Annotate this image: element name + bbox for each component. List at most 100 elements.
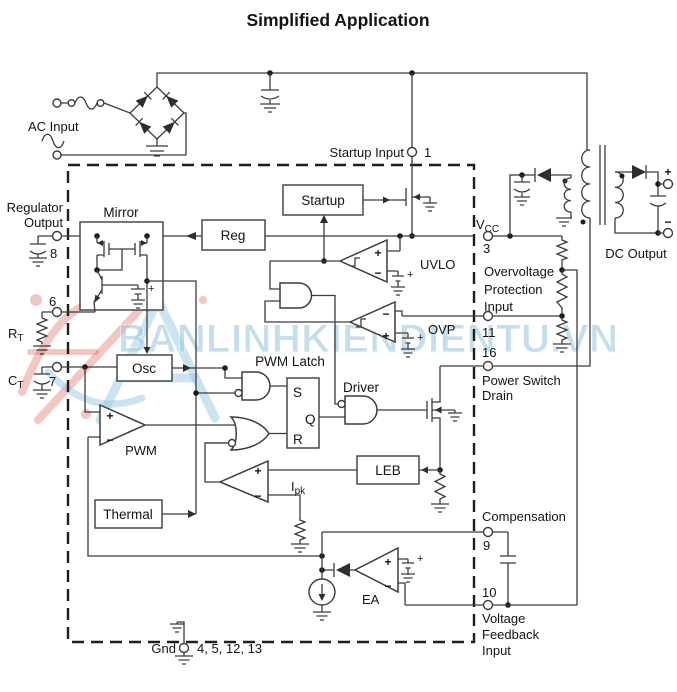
startup-enable-wire bbox=[320, 215, 328, 264]
svg-text:Thermal: Thermal bbox=[103, 507, 153, 522]
svg-text:16: 16 bbox=[482, 345, 496, 360]
svg-text:Input: Input bbox=[484, 299, 513, 314]
pin-9-compensation: Compensation 9 bbox=[322, 509, 566, 608]
pin-3-vcc: VCC 3 bbox=[476, 217, 562, 256]
svg-text:LEB: LEB bbox=[375, 463, 401, 478]
svg-text:R: R bbox=[293, 432, 303, 447]
bulk-capacitor bbox=[260, 73, 280, 113]
svg-text:+: + bbox=[407, 269, 413, 281]
svg-text:7: 7 bbox=[49, 374, 56, 389]
transformer bbox=[580, 145, 658, 234]
ipk-label: Ipk bbox=[291, 479, 306, 497]
pin-10-voltage-feedback: 10 Voltage Feedback Input bbox=[405, 585, 577, 658]
ovp-feedback-divider bbox=[553, 236, 578, 605]
startup-input-pin: Startup Input 1 bbox=[330, 73, 431, 160]
svg-text:Power Switch: Power Switch bbox=[482, 373, 561, 388]
svg-text:+: + bbox=[664, 165, 671, 179]
block-reg-label: Reg bbox=[221, 228, 246, 243]
svg-text:+: + bbox=[254, 464, 261, 478]
pwm-latch-section: PWM Latch S Q R bbox=[193, 354, 345, 451]
block-mirror: Mirror + bbox=[79, 205, 197, 514]
power-mosfet bbox=[426, 365, 484, 470]
svg-text:6: 6 bbox=[49, 294, 56, 309]
svg-text:Q: Q bbox=[305, 412, 316, 427]
osc-wiring bbox=[172, 364, 242, 379]
svg-text:S: S bbox=[293, 385, 302, 400]
svg-text:−: − bbox=[374, 266, 381, 280]
ea-label: EA bbox=[362, 592, 380, 607]
page-title: Simplified Application bbox=[246, 10, 429, 30]
block-leb: LEB bbox=[268, 455, 440, 485]
block-thermal: Thermal bbox=[94, 499, 196, 529]
svg-text:+: + bbox=[374, 246, 381, 260]
svg-text:10: 10 bbox=[482, 585, 496, 600]
block-driver: Driver bbox=[337, 380, 427, 425]
svg-text:8: 8 bbox=[50, 246, 57, 261]
ac-input-label: AC Input bbox=[28, 119, 79, 134]
pin-11-ovp-input: Overvoltage Protection Input 11 bbox=[402, 264, 562, 340]
svg-text:Protection: Protection bbox=[484, 282, 543, 297]
fault-and-gate bbox=[279, 282, 338, 405]
svg-text:Voltage: Voltage bbox=[482, 611, 525, 626]
svg-text:9: 9 bbox=[483, 538, 490, 553]
svg-text:+: + bbox=[382, 329, 389, 343]
ac-terminals-fuse bbox=[52, 96, 187, 160]
current-source bbox=[308, 570, 336, 621]
pin-8-regulator-output: Regulator Output 8 bbox=[7, 200, 80, 267]
svg-text:−: − bbox=[254, 489, 261, 503]
svg-text:+: + bbox=[417, 332, 423, 344]
dc-output-label: DC Output bbox=[605, 246, 667, 261]
svg-text:3: 3 bbox=[483, 241, 490, 256]
svg-text:RT: RT bbox=[8, 326, 24, 344]
svg-text:+: + bbox=[384, 555, 391, 569]
svg-text:+: + bbox=[148, 283, 154, 295]
pin-gnd: Gnd 4, 5, 12, 13 bbox=[151, 621, 262, 665]
svg-text:Input: Input bbox=[482, 643, 511, 658]
svg-text:Overvoltage: Overvoltage bbox=[484, 264, 554, 279]
svg-text:Feedback: Feedback bbox=[482, 627, 540, 642]
svg-text:Drain: Drain bbox=[482, 388, 513, 403]
svg-text:11: 11 bbox=[482, 325, 496, 340]
svg-text:−: − bbox=[384, 579, 391, 593]
svg-text:−: − bbox=[106, 433, 113, 447]
error-amplifier: + − EA + bbox=[319, 532, 423, 607]
svg-text:1: 1 bbox=[424, 145, 431, 160]
block-osc-label: Osc bbox=[132, 361, 156, 376]
svg-text:−: − bbox=[664, 215, 671, 229]
svg-text:4, 5, 12, 13: 4, 5, 12, 13 bbox=[197, 641, 262, 656]
bridge-rectifier bbox=[129, 86, 185, 157]
comparator-pwm: + − PWM bbox=[87, 403, 322, 557]
ic-boundary bbox=[66, 163, 476, 644]
svg-text:Output: Output bbox=[24, 215, 63, 230]
svg-text:Startup Input: Startup Input bbox=[330, 145, 405, 160]
startup-hv-mosfet bbox=[363, 156, 437, 239]
comparator-uvlo: + − + UVLO bbox=[269, 236, 455, 296]
pin-16-power-switch-drain: 16 Power Switch Drain bbox=[482, 218, 591, 403]
sine-icon bbox=[41, 133, 65, 149]
pin-7-ct: 7 CT bbox=[8, 361, 117, 413]
pwm-label: PWM bbox=[125, 443, 157, 458]
current-sense-resistor bbox=[431, 467, 449, 513]
input-rectifier-section: AC Input bbox=[28, 70, 590, 160]
svg-text:CT: CT bbox=[8, 373, 24, 391]
svg-text:−: − bbox=[382, 307, 389, 321]
block-reg bbox=[201, 219, 266, 251]
block-startup-label: Startup bbox=[301, 193, 345, 208]
svg-text:Gnd: Gnd bbox=[151, 641, 176, 656]
svg-text:+: + bbox=[417, 553, 423, 565]
svg-text:Mirror: Mirror bbox=[103, 205, 139, 220]
uvlo-label: UVLO bbox=[420, 257, 455, 272]
svg-text:Regulator: Regulator bbox=[7, 200, 64, 215]
pwm-latch-label: PWM Latch bbox=[255, 354, 325, 369]
aux-vcc-supply bbox=[509, 168, 572, 236]
comparator-ipk: + − Ipk bbox=[204, 442, 309, 553]
svg-text:VCC: VCC bbox=[476, 217, 499, 235]
block-osc bbox=[116, 354, 173, 382]
svg-text:Compensation: Compensation bbox=[482, 509, 566, 524]
svg-text:+: + bbox=[106, 409, 113, 423]
driver-label: Driver bbox=[343, 380, 380, 395]
ovp-label: OVP bbox=[428, 322, 455, 337]
block-startup bbox=[282, 184, 364, 216]
comparator-ovp: − + + OVP bbox=[264, 300, 455, 358]
